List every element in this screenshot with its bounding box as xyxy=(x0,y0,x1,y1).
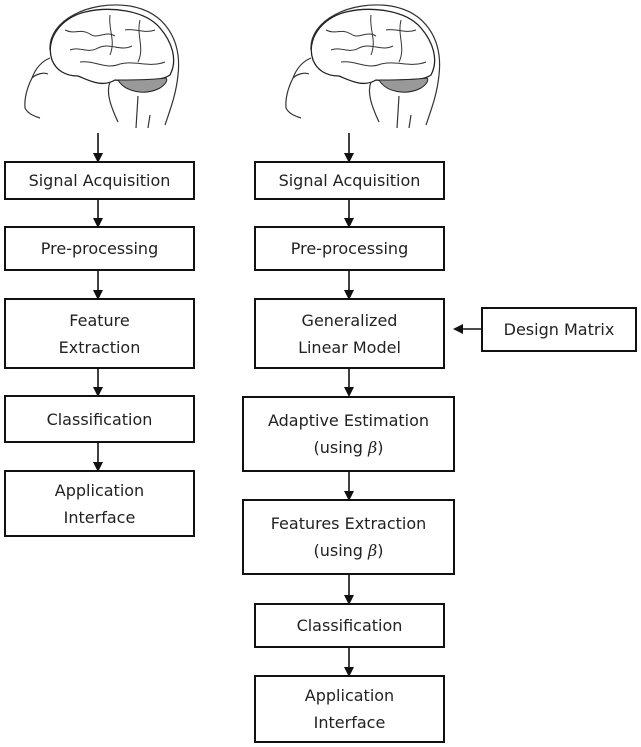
left-step-pre-processing: Pre-processing xyxy=(4,226,195,271)
step-label: Pre-processing xyxy=(40,239,159,258)
step-label: Classification xyxy=(296,616,403,635)
brain-head-illustration-left xyxy=(24,4,180,129)
step-label: Pre-processing xyxy=(290,239,409,258)
right-step-features-extraction: Features Extraction (using β) xyxy=(242,499,455,575)
beta-symbol: β xyxy=(368,438,378,457)
left-step-classification: Classification xyxy=(4,395,195,443)
right-step-generalized-linear-model: Generalized Linear Model xyxy=(254,298,445,369)
right-step-signal-acquisition: Signal Acquisition xyxy=(254,161,445,200)
step-label-line2: Linear Model xyxy=(298,337,401,357)
step-label-line2: Interface xyxy=(313,713,386,732)
left-step-signal-acquisition: Signal Acquisition xyxy=(4,161,195,200)
step-label-line1: Application xyxy=(304,686,395,705)
step-label-line2: Extraction xyxy=(58,337,141,357)
step-label: Signal Acquisition xyxy=(278,171,421,190)
step-label-line2: (using β) xyxy=(313,541,384,560)
right-step-adaptive-estimation: Adaptive Estimation (using β) xyxy=(242,396,455,472)
right-step-application-interface: Application Interface xyxy=(254,675,445,743)
step-label-line2: Interface xyxy=(63,507,136,527)
design-matrix-label: Design Matrix xyxy=(503,320,615,339)
left-step-feature-extraction: Feature Extraction xyxy=(4,298,195,369)
step-label-line1: Generalized xyxy=(301,310,398,330)
step-label: Signal Acquisition xyxy=(28,171,171,190)
beta-symbol: β xyxy=(368,541,378,560)
left-step-application-interface: Application Interface xyxy=(4,470,195,537)
step-label: Classification xyxy=(46,409,153,429)
design-matrix-box: Design Matrix xyxy=(481,307,637,352)
right-step-classification: Classification xyxy=(254,603,445,648)
step-label-line1: Features Extraction xyxy=(270,514,427,533)
brain-head-illustration-right xyxy=(285,4,441,129)
right-step-pre-processing: Pre-processing xyxy=(254,226,445,271)
step-label-line1: Application xyxy=(54,480,145,500)
step-label-line1: Adaptive Estimation xyxy=(267,411,430,430)
step-label-line2: (using β) xyxy=(313,438,384,457)
step-label-line1: Feature xyxy=(69,310,130,330)
